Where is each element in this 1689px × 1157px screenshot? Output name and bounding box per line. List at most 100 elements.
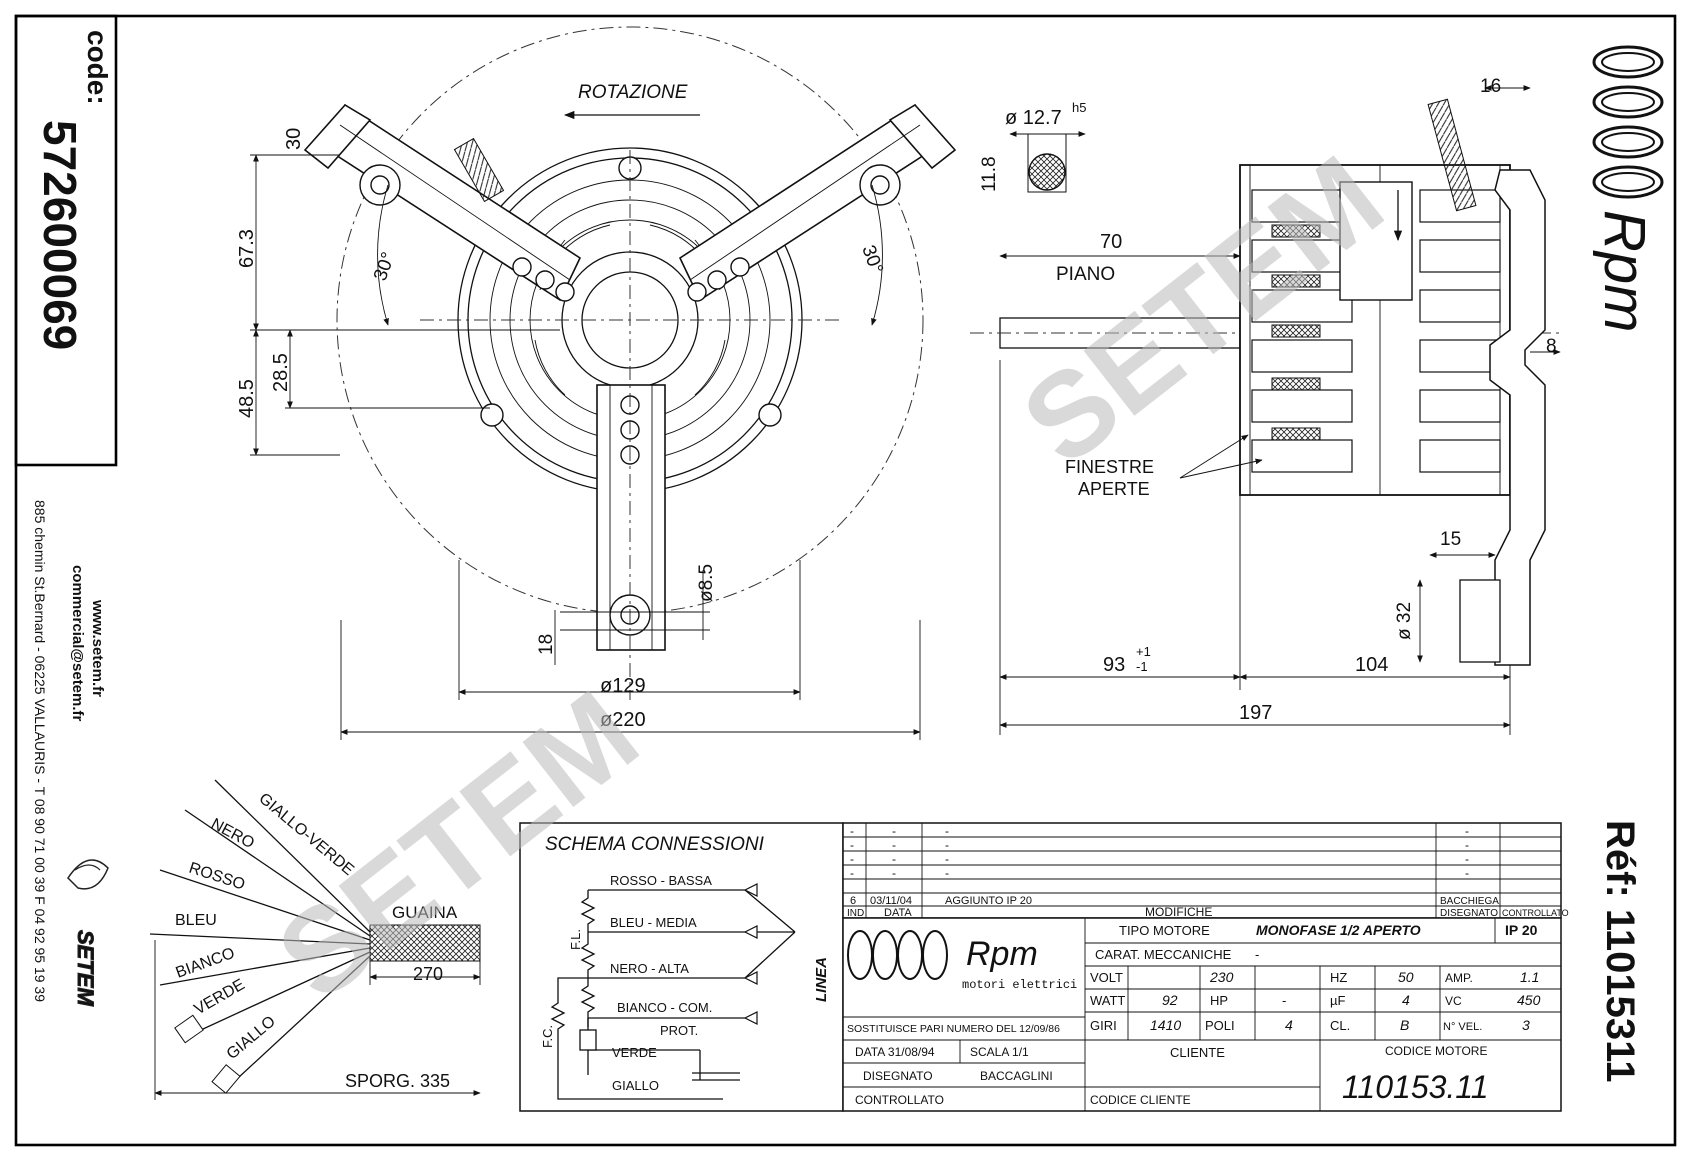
code-box (14, 14, 118, 467)
ref-number: Réf: 11015311 (1598, 820, 1642, 1082)
title-block: Rpm motori elettrici TIPO MOTORE MONOFAS… (842, 917, 1562, 1112)
wire-bianco: BIANCO (174, 945, 237, 982)
schema-linea: LINEA (813, 957, 830, 1002)
vc-value: 450 (1517, 992, 1541, 1008)
front-view: ROTAZIONE 30 67.3 48.5 28.5 30° 30° ø8.5… (236, 26, 957, 740)
nvel-value: 3 (1522, 1017, 1530, 1033)
carat-value: - (1255, 947, 1259, 962)
nvel-label: N° VEL. (1443, 1021, 1482, 1033)
cl-value: B (1400, 1017, 1409, 1033)
rev-r2-dis: - (1465, 838, 1469, 852)
website-text: www.setem.fr (89, 599, 106, 697)
email-text: commercial@setem.fr (69, 565, 86, 722)
sporg-label: SPORG. 335 (345, 1071, 450, 1091)
dim-28-5: 28.5 (270, 353, 292, 392)
rev-r4-mod: - (945, 866, 949, 880)
sostituisce-text: SOSTITUISCE PARI NUMERO DEL 12/09/86 (847, 1023, 1060, 1035)
uf-label: µF (1330, 993, 1345, 1008)
wire-bleu: BLEU (175, 912, 217, 929)
watt-label: WATT (1090, 993, 1125, 1008)
rev-head-mod: MODIFICHE (1145, 905, 1212, 919)
controllato-label: CONTROLLATO (855, 1093, 944, 1107)
dim-30: 30 (283, 128, 305, 150)
piano-label: PIANO (1056, 264, 1115, 285)
disegnato-value: BACCAGLINI (980, 1069, 1053, 1083)
rev-r2-mod: - (945, 838, 949, 852)
wire-nero: NERO (208, 816, 257, 853)
shaft-tol: h5 (1072, 100, 1086, 115)
codice-motore-value: 110153.11 (1342, 1069, 1489, 1105)
rev-r3-data: - (892, 852, 896, 866)
rev-r3-mod: - (945, 852, 949, 866)
rev-r4-ind: - (850, 866, 854, 880)
watt-value: 92 (1162, 992, 1178, 1008)
codice-motore-label: CODICE MOTORE (1385, 1044, 1487, 1058)
carat-label: CARAT. MECCANICHE (1095, 947, 1232, 962)
rpm-logo-text: Rpm (1592, 210, 1657, 332)
rev-r1-dis: - (1465, 824, 1469, 838)
hp-value: - (1282, 993, 1286, 1008)
schema-verde: VERDE (612, 1045, 657, 1060)
rev-head-dis: DISEGNATO (1440, 908, 1498, 919)
rev-r1-mod: - (945, 824, 949, 838)
giri-value: 1410 (1150, 1017, 1181, 1033)
rpm-small-logo-text: Rpm (966, 935, 1038, 973)
rev-r3-dis: - (1465, 852, 1469, 866)
data-text: DATA 31/08/94 (855, 1045, 935, 1059)
dim-15: 15 (1440, 529, 1461, 550)
vc-label: VC (1445, 994, 1462, 1008)
side-view: ø 12.7 h5 11.8 70 PIANO (970, 76, 1561, 735)
connection-schema: SCHEMA CONNESSIONI ROSSO - BASSA BLEU - … (519, 822, 844, 1112)
code-label: code: (82, 30, 113, 105)
rev-r2-ind: - (850, 838, 854, 852)
rev-r1-data: - (892, 824, 896, 838)
dim-93: 93 (1103, 654, 1125, 676)
rev-entry-dis: BACCHIEGA (1440, 896, 1499, 907)
schema-fl: F.L. (568, 929, 583, 950)
rev-r4-dis: - (1465, 866, 1469, 880)
ip-value: IP 20 (1505, 922, 1538, 938)
rpm-subtitle: motori elettrici (962, 978, 1077, 992)
rev-r2-data: - (892, 838, 896, 852)
rev-r3-ind: - (850, 852, 854, 866)
hp-label: HP (1210, 993, 1228, 1008)
codice-cliente-label: CODICE CLIENTE (1090, 1093, 1191, 1107)
dim-48-5: 48.5 (236, 379, 258, 418)
dim-129: ø129 (600, 675, 646, 697)
revision-table: - - - - - - - - - - - - - - - - 6 03/11/… (842, 822, 1569, 919)
rpm-logo-icon (1592, 45, 1664, 199)
cl-label: CL. (1330, 1018, 1350, 1033)
dim-18: 18 (536, 634, 557, 655)
rev-entry-ind: 6 (850, 895, 856, 907)
rev-entry-mod: AGGIUNTO IP 20 (945, 895, 1032, 907)
guaina-label: GUAINA (392, 903, 458, 922)
schema-row-bleu: BLEU - MEDIA (610, 915, 697, 930)
hz-value: 50 (1398, 969, 1414, 985)
shaft-dia: ø 12.7 (1005, 107, 1062, 129)
windows-label-1: FINESTRE (1065, 457, 1154, 477)
rev-r1-ind: - (850, 824, 854, 838)
rpm-small-logo-icon (847, 930, 948, 980)
shaft-flat: 11.8 (979, 156, 1000, 192)
setem-logo-text: SETEM (73, 930, 98, 1006)
giri-label: GIRI (1090, 1018, 1117, 1033)
angle-left: 30° (370, 250, 400, 284)
uf-value: 4 (1402, 992, 1410, 1008)
tol-minus: -1 (1136, 659, 1148, 674)
volt-label: VOLT (1090, 970, 1123, 985)
code-value: 572600069 (34, 120, 86, 350)
wire-giallo: GIALLO (224, 1013, 279, 1063)
amp-label: AMP. (1445, 971, 1473, 985)
dim-hole: ø8.5 (696, 564, 717, 602)
dim-16: 16 (1480, 76, 1501, 97)
schema-row-nero: NERO - ALTA (610, 961, 689, 976)
rev-entry-data: 03/11/04 (870, 895, 912, 907)
len-270: 270 (413, 964, 443, 984)
amp-value: 1.1 (1520, 969, 1539, 985)
rotation-label: ROTAZIONE (578, 82, 688, 103)
volt-value: 230 (1209, 969, 1234, 985)
rev-head-ctrl: CONTROLLATO (1502, 908, 1569, 918)
dim-67-3: 67.3 (236, 229, 258, 268)
dim-8: 8 (1546, 336, 1557, 357)
